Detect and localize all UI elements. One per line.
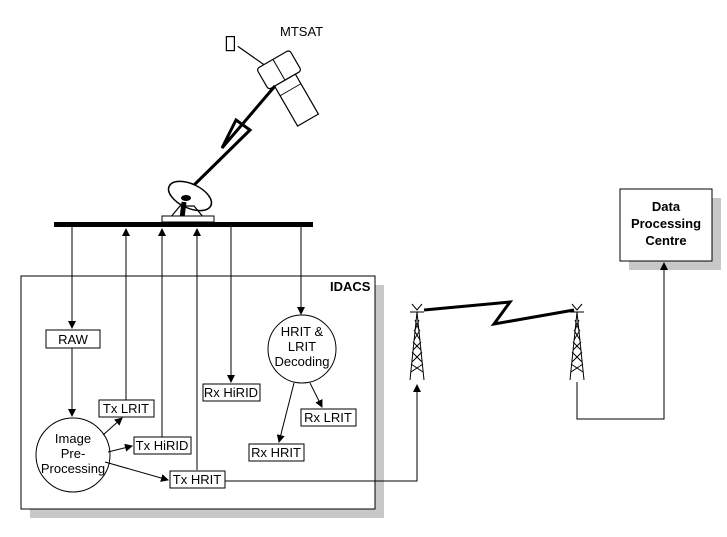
dpc-line-3: Centre (645, 233, 686, 248)
decoding-to-rx-hrit-line (276, 382, 295, 443)
satellite-label: MTSAT (280, 24, 323, 39)
dpc-line-1: Data (652, 199, 681, 214)
dpc-line-2: Processing (631, 216, 701, 231)
raw-box (45, 329, 101, 349)
decoding-line-2: LRIT (288, 339, 316, 354)
preprocessing-to-tx-hrit-line (104, 461, 169, 482)
ground-bus-bar (54, 222, 313, 227)
tx-hrit-label: Tx HRIT (173, 472, 221, 487)
rx-lrit-box (300, 408, 357, 427)
radio-tower-left-icon (409, 303, 425, 381)
dish-antenna-icon (161, 180, 215, 223)
rx-hrit-box (248, 443, 305, 462)
tower-to-dpc-line (576, 262, 668, 420)
decoding-to-rx-lrit-line (309, 382, 323, 408)
tx-lrit-label: Tx LRIT (103, 401, 149, 416)
tower-link-lightning (423, 300, 575, 327)
rx-hrit-label: Rx HRIT (251, 445, 301, 460)
decoding-line-1: HRIT & (281, 324, 324, 339)
rx-hirid-label: Rx HiRID (204, 385, 258, 400)
tx-lrit-box (98, 399, 155, 418)
image-preprocessing-line-2: Pre- (61, 446, 86, 461)
satellite-icon (225, 36, 320, 127)
satellite-uplink-lightning (187, 85, 277, 192)
raw-label: RAW (58, 332, 89, 347)
rx-lrit-label: Rx LRIT (304, 410, 352, 425)
idacs-title: IDACS (330, 279, 371, 294)
hrit-lrit-decoding-node (267, 314, 337, 384)
preprocessing-to-tx-hirid-line (107, 443, 133, 453)
image-preprocessing-node (35, 417, 111, 493)
decoding-line-3: Decoding (275, 354, 330, 369)
image-preprocessing-line-1: Image (55, 431, 91, 446)
preprocessing-to-tx-lrit-line (102, 417, 123, 436)
rx-hirid-box (202, 383, 261, 402)
dpc-box (619, 188, 713, 262)
tx-hrit-box (169, 470, 226, 489)
tx-hrit-to-tower-line (225, 384, 421, 482)
tx-hirid-box (133, 436, 192, 455)
image-preprocessing-line-3: Processing (41, 461, 105, 476)
radio-tower-right-icon (569, 303, 585, 381)
tx-hirid-label: Tx HiRID (136, 438, 189, 453)
